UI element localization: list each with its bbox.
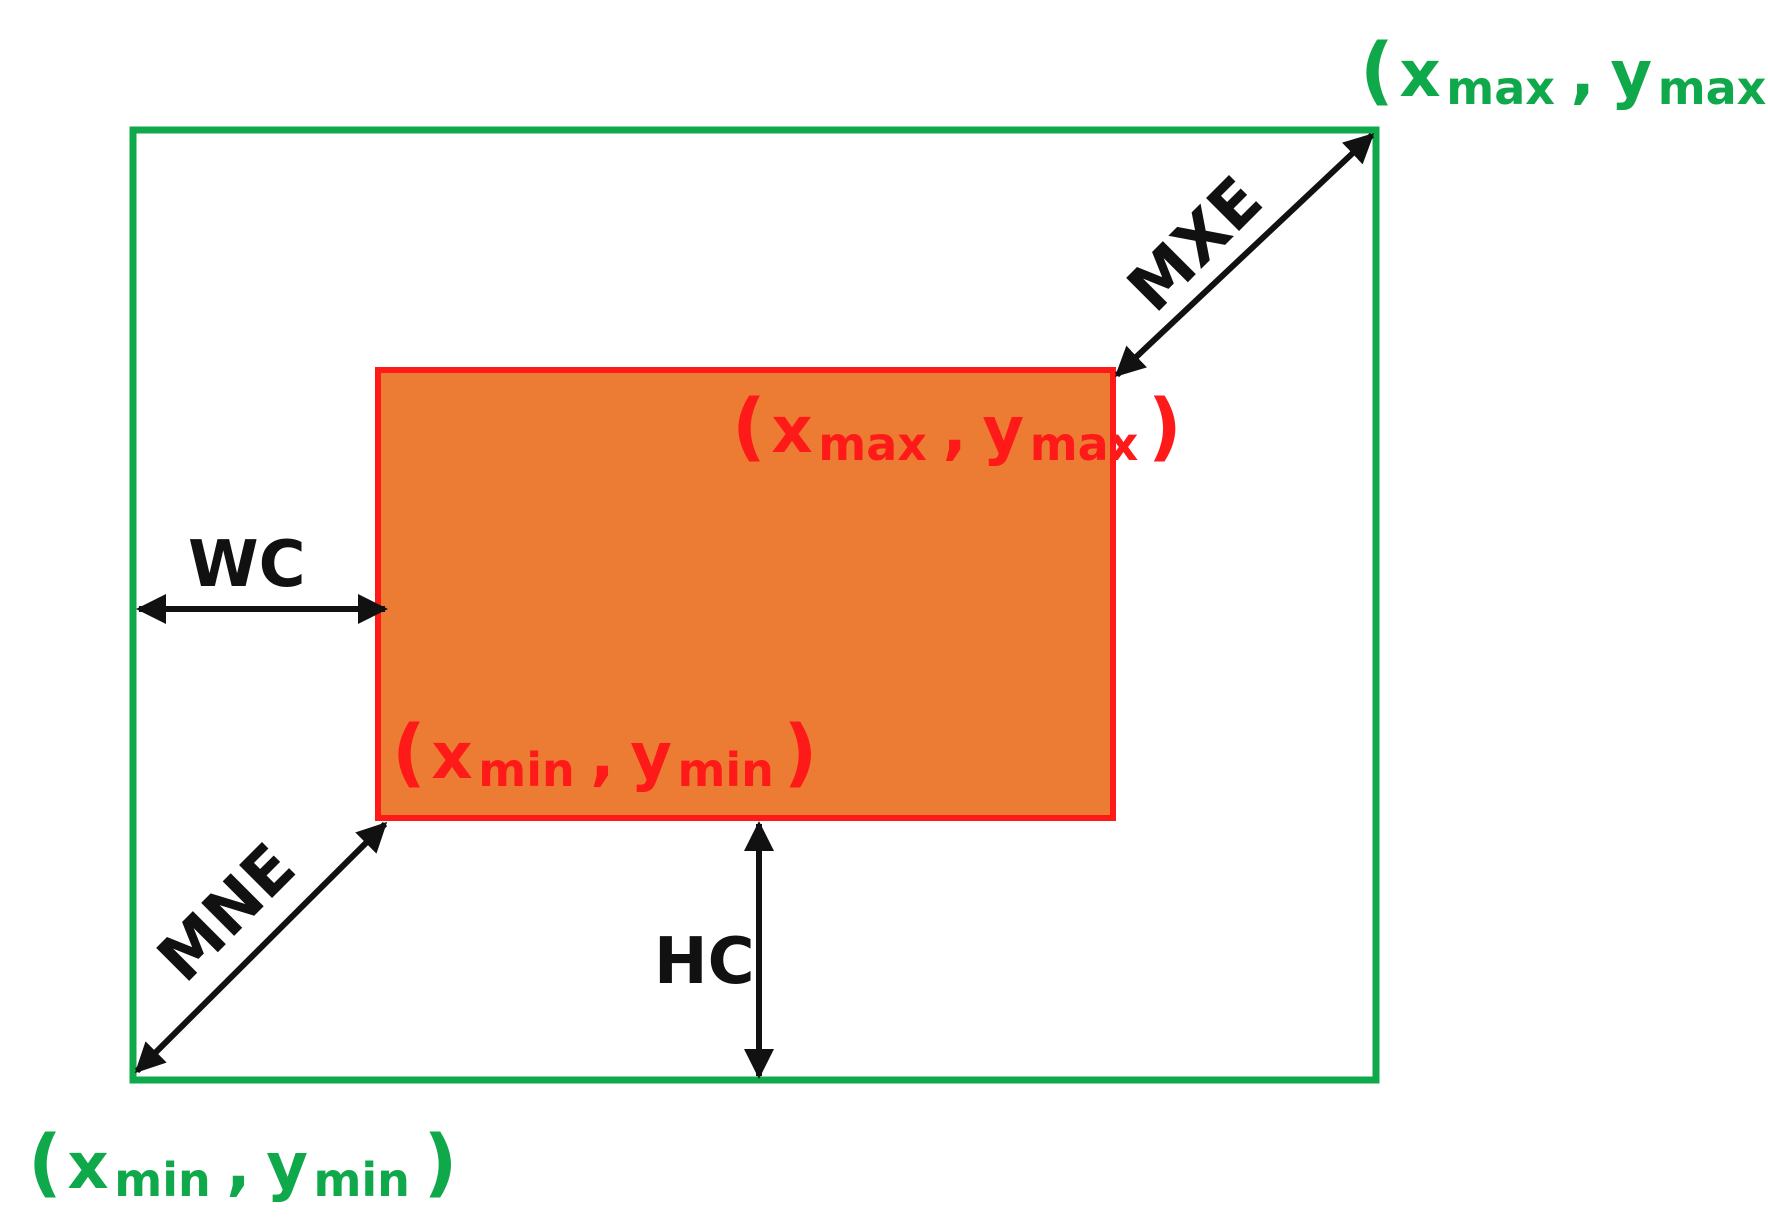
- wc-label: WC: [188, 528, 306, 602]
- outer-min-coord-label: ( x min , y min ): [28, 1120, 457, 1207]
- inner-min-coord-label: ( x min , y min ): [392, 710, 817, 797]
- outer-max-coord-label: ( x max , y max ): [1360, 28, 1768, 115]
- outer-box: [129, 126, 1380, 1084]
- mxe-arrow: [1114, 132, 1375, 378]
- inner-box: [375, 367, 1116, 821]
- hc-label: HC: [654, 925, 755, 999]
- inner-max-coord-label: ( x max , y max ): [732, 384, 1182, 471]
- mne-arrow: [134, 821, 388, 1074]
- mne-label: MNE: [144, 830, 310, 996]
